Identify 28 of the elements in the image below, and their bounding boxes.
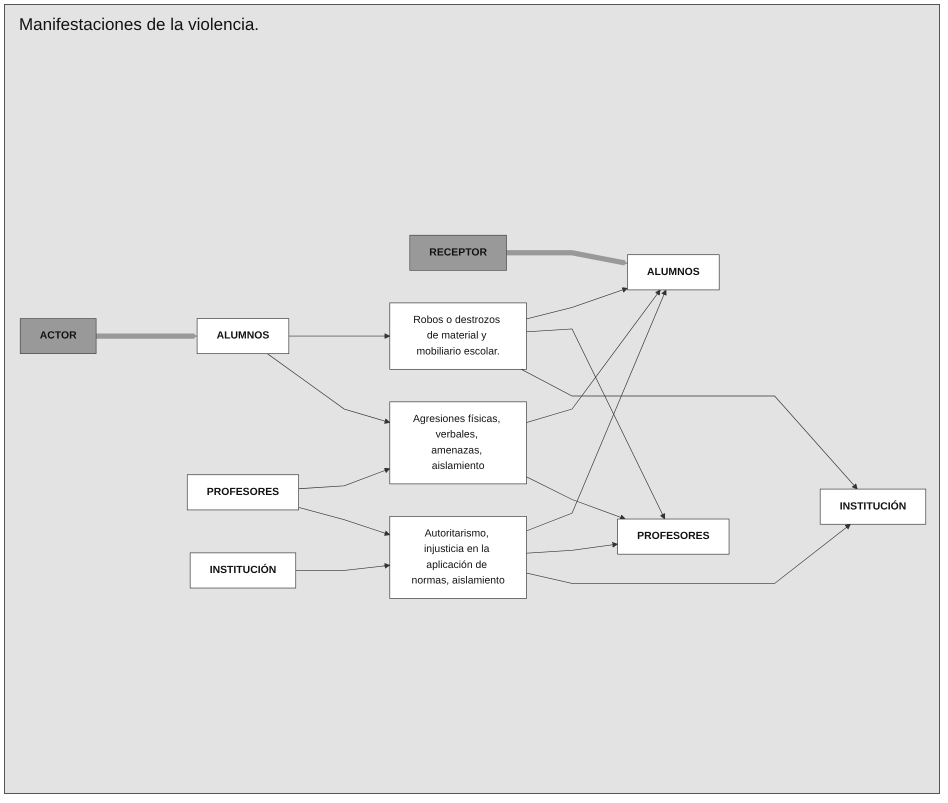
arrow: [298, 507, 390, 536]
arrow: [520, 369, 858, 490]
node-box: [20, 318, 96, 354]
arrow: [295, 563, 390, 571]
node-box: [389, 516, 527, 599]
node-box: [186, 474, 299, 510]
node-box: [820, 488, 926, 525]
diagram-background: Manifestaciones de la violencia. ACTOR RECEPTOR ALUMNOS PROFESORES INSTITUCIÓN Robos o destrozos de material y mobiliario escolar. Agresiones físicas, verbales, amenazas, aislamiento Autoritarismo, injusticia en la aplicación de normas, aislamiento ALUMNOS PROFESORES INSTITUCIÓN: [4, 4, 940, 794]
arrow: [267, 354, 390, 424]
arrow: [526, 476, 626, 520]
node-box: [627, 254, 720, 290]
arrow: [526, 290, 661, 424]
node-box: [389, 402, 527, 484]
node-box: [196, 318, 290, 354]
arrow: [526, 524, 851, 584]
node-box: [617, 518, 730, 555]
arrow: [526, 287, 628, 320]
arrow: [526, 290, 667, 532]
arrow: [506, 250, 628, 266]
arrow: [526, 328, 666, 520]
arrow: [96, 333, 198, 340]
node-box: [409, 235, 507, 271]
arrow: [526, 542, 618, 554]
node-box: [389, 302, 527, 370]
node-box: [190, 552, 296, 589]
title: Manifestaciones de la violencia.: [19, 15, 260, 35]
arrow: [298, 468, 390, 490]
arrow: [288, 333, 390, 340]
